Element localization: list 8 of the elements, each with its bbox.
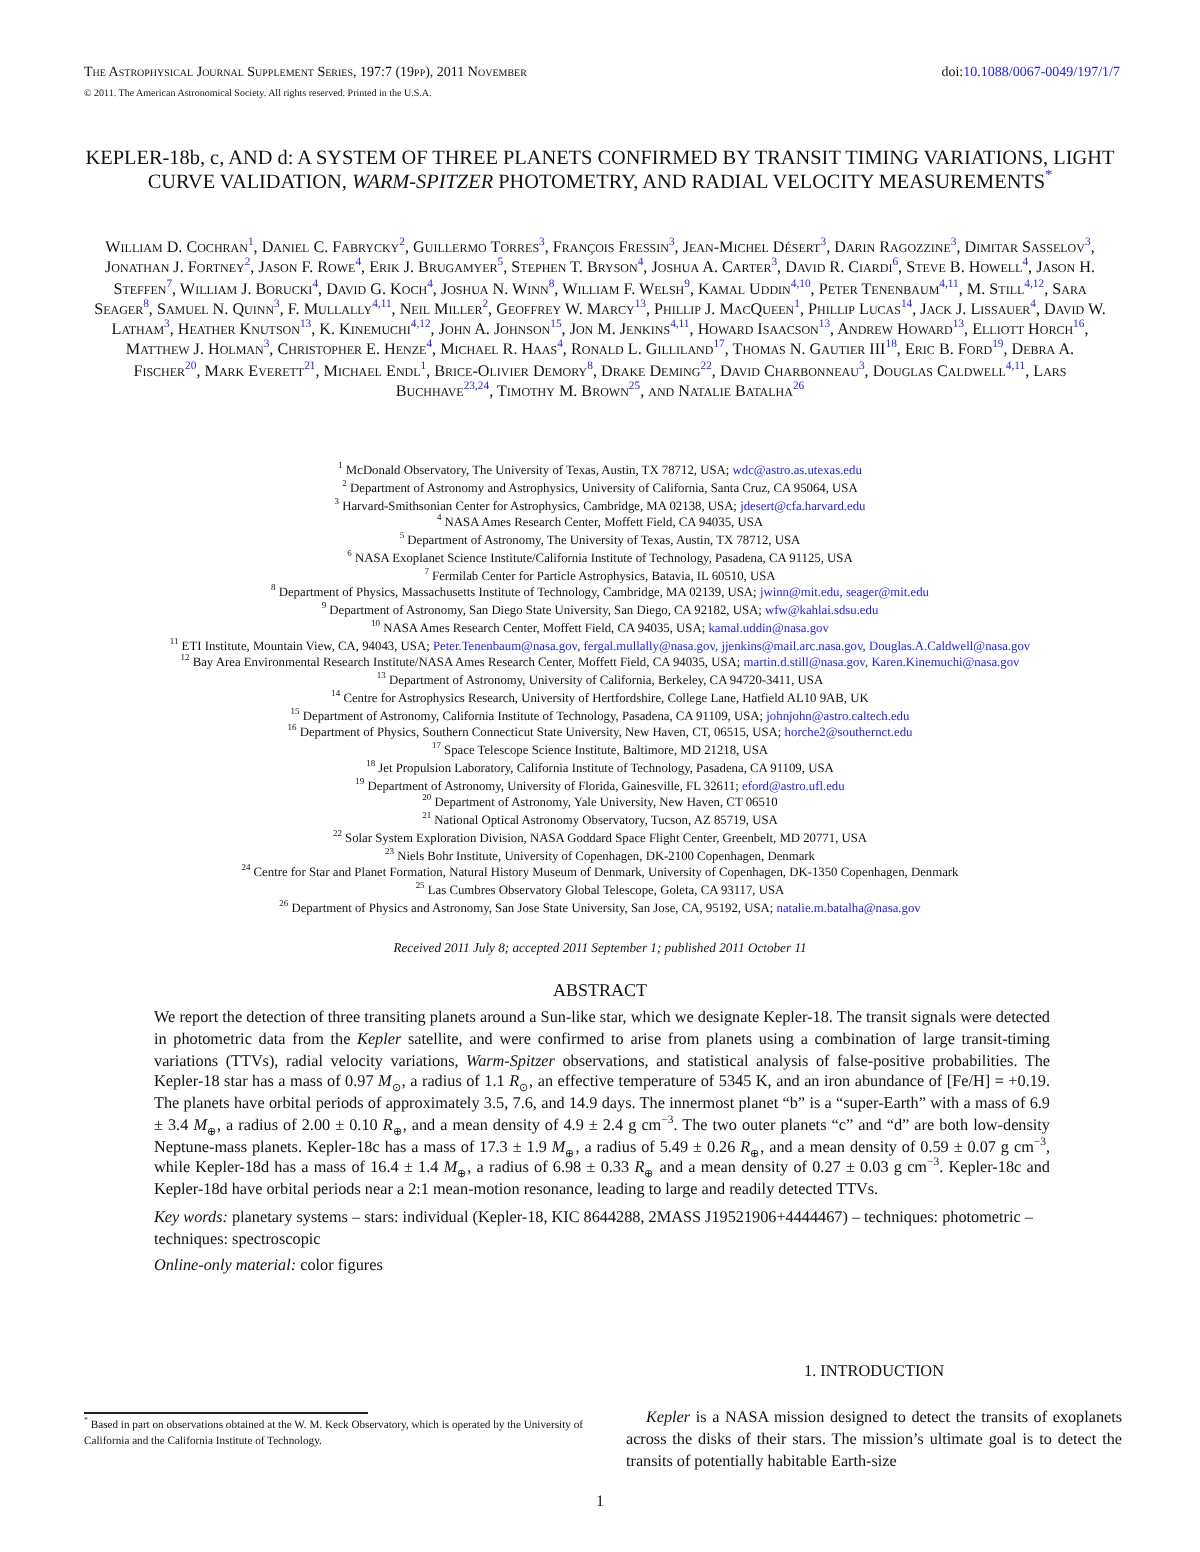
section-heading: 1. INTRODUCTION <box>801 1362 947 1382</box>
article-title: KEPLER-18b, c, AND d: A SYSTEM OF THREE PLANETS CONFIRMED BY TRANSIT TIMING VARIATIONS, LIGHT CURVE VALIDATION, WARM-SPITZER PHOTOMETRY, AND RADIAL VELOCITY MEASUREMENTS$^{*}$ <box>83 148 1117 197</box>
page-number: 1 <box>596 1492 604 1512</box>
abstract-text: We report the detection of three transiting planets around a Sun-like star, which we designate Kepler-18. The transit signals were detected in photometric data from the Kepler satellite, and were confirmed to arise from planets using a combination of large transit-timing variations (TTVs), radial velocity variations, Warm-Spitzer observations, and statistical analysis of false-positive probabilities. The Kepler-18 star has a mass of 0.97 M$_{⊙}$, a radius of 1.1 R$_{⊙}$, an effective temperature of 5345 K, and an iron abundance of [Fe/H] = +0.19. The planets have orbital periods of approximately 3.5, 7.6, and 14.9 days. The innermost planet “b” is a “super-Earth” with a mass of 6.9 ± 3.4 M$_{⊕}$, a radius of 2.00 ± 0.10 R$_{⊕}$, and a mean density of 4.9 ± 2.4 g cm$^{−3}$. The two outer planets “c” and “d” are both low-density Neptune-mass planets. Kepler-18c has a mass of 17.3 ± 1.9 M$_{⊕}$, a radius of 5.49 ± 0.26 R$_{⊕}$, and a mean density of 0.59 ± 0.07 g cm$^{−3}$, while Kepler-18d has a mass of 16.4 ± 1.4 M$_{⊕}$, a radius of 6.98 ± 0.33 R$_{⊕}$ and a mean density of 0.27 ± 0.03 g cm$^{−3}$. Kepler-18c and Kepler-18d have orbital periods near a 2:1 mean-motion resonance, leading to large and readily detected TTVs. <box>154 1008 1050 1202</box>
section-heading: ABSTRACT <box>550 980 649 1002</box>
note: Online-only material: color figures <box>154 1256 385 1278</box>
author-list: William D. Cochran$^{1}$, Daniel C. Fabrycky$^{2}$, Guillermo Torres$^{3}$, François Fressin$^{3}$, Jean-Michel Désert$^{3}$, Darin Ragozzine$^{3}$, Dimitar Sasselov$^{3}$, Jonathan J. Fortney$^{2}$, Jason F. Rowe$^{4}$, Erik J. Brugamyer$^{5}$, Stephen T. Bryson$^{4}$, Joshua A. Carter$^{3}$, David R. Ciardi$^{6}$, Steve B. Howell$^{4}$, Jason H. Steffen$^{7}$, William J. Borucki$^{4}$, David G. Koch$^{4}$, Joshua N. Winn$^{8}$, William F. Welsh$^{9}$, Kamal Uddin$^{4,10}$, Peter Tenenbaum$^{4,11}$, M. Still$^{4,12}$, Sara Seager$^{8}$, Samuel N. Quinn$^{3}$, F. Mullally$^{4,11}$, Neil Miller$^{2}$, Geoffrey W. Marcy$^{13}$, Phillip J. MacQueen$^{1}$, Phillip Lucas$^{14}$, Jack J. Lissauer$^{4}$, David W. Latham$^{3}$, Heather Knutson$^{13}$, K. Kinemuchi$^{4,12}$, John A. Johnson$^{15}$, Jon M. Jenkins$^{4,11}$, Howard Isaacson$^{13}$, Andrew Howard$^{13}$, Elliott Horch$^{16}$, Matthew J. Holman$^{3}$, Christopher E. Henze$^{4}$, Michael R. Haas$^{4}$, Ronald L. Gilliland$^{17}$, Thomas N. Gautier III$^{18}$, Eric B. Ford$^{19}$, Debra A. Fischer$^{20}$, Mark Everett$^{21}$, Michael Endl$^{1}$, Brice-Olivier Demory$^{8}$, Drake Deming$^{22}$, David Charbonneau$^{3}$, Douglas Caldwell$^{4,11}$, Lars Buchhave$^{23,24}$, Timothy M. Brown$^{25}$, and Natalie Batalha$^{26}$ <box>92 238 1108 403</box>
body-text: Kepler is a NASA mission designed to detect the transits of exoplanets across the disks of their stars. The mission’s ultimate goal is to detect the transits of potentially habitable Earth-size <box>626 1408 1122 1473</box>
